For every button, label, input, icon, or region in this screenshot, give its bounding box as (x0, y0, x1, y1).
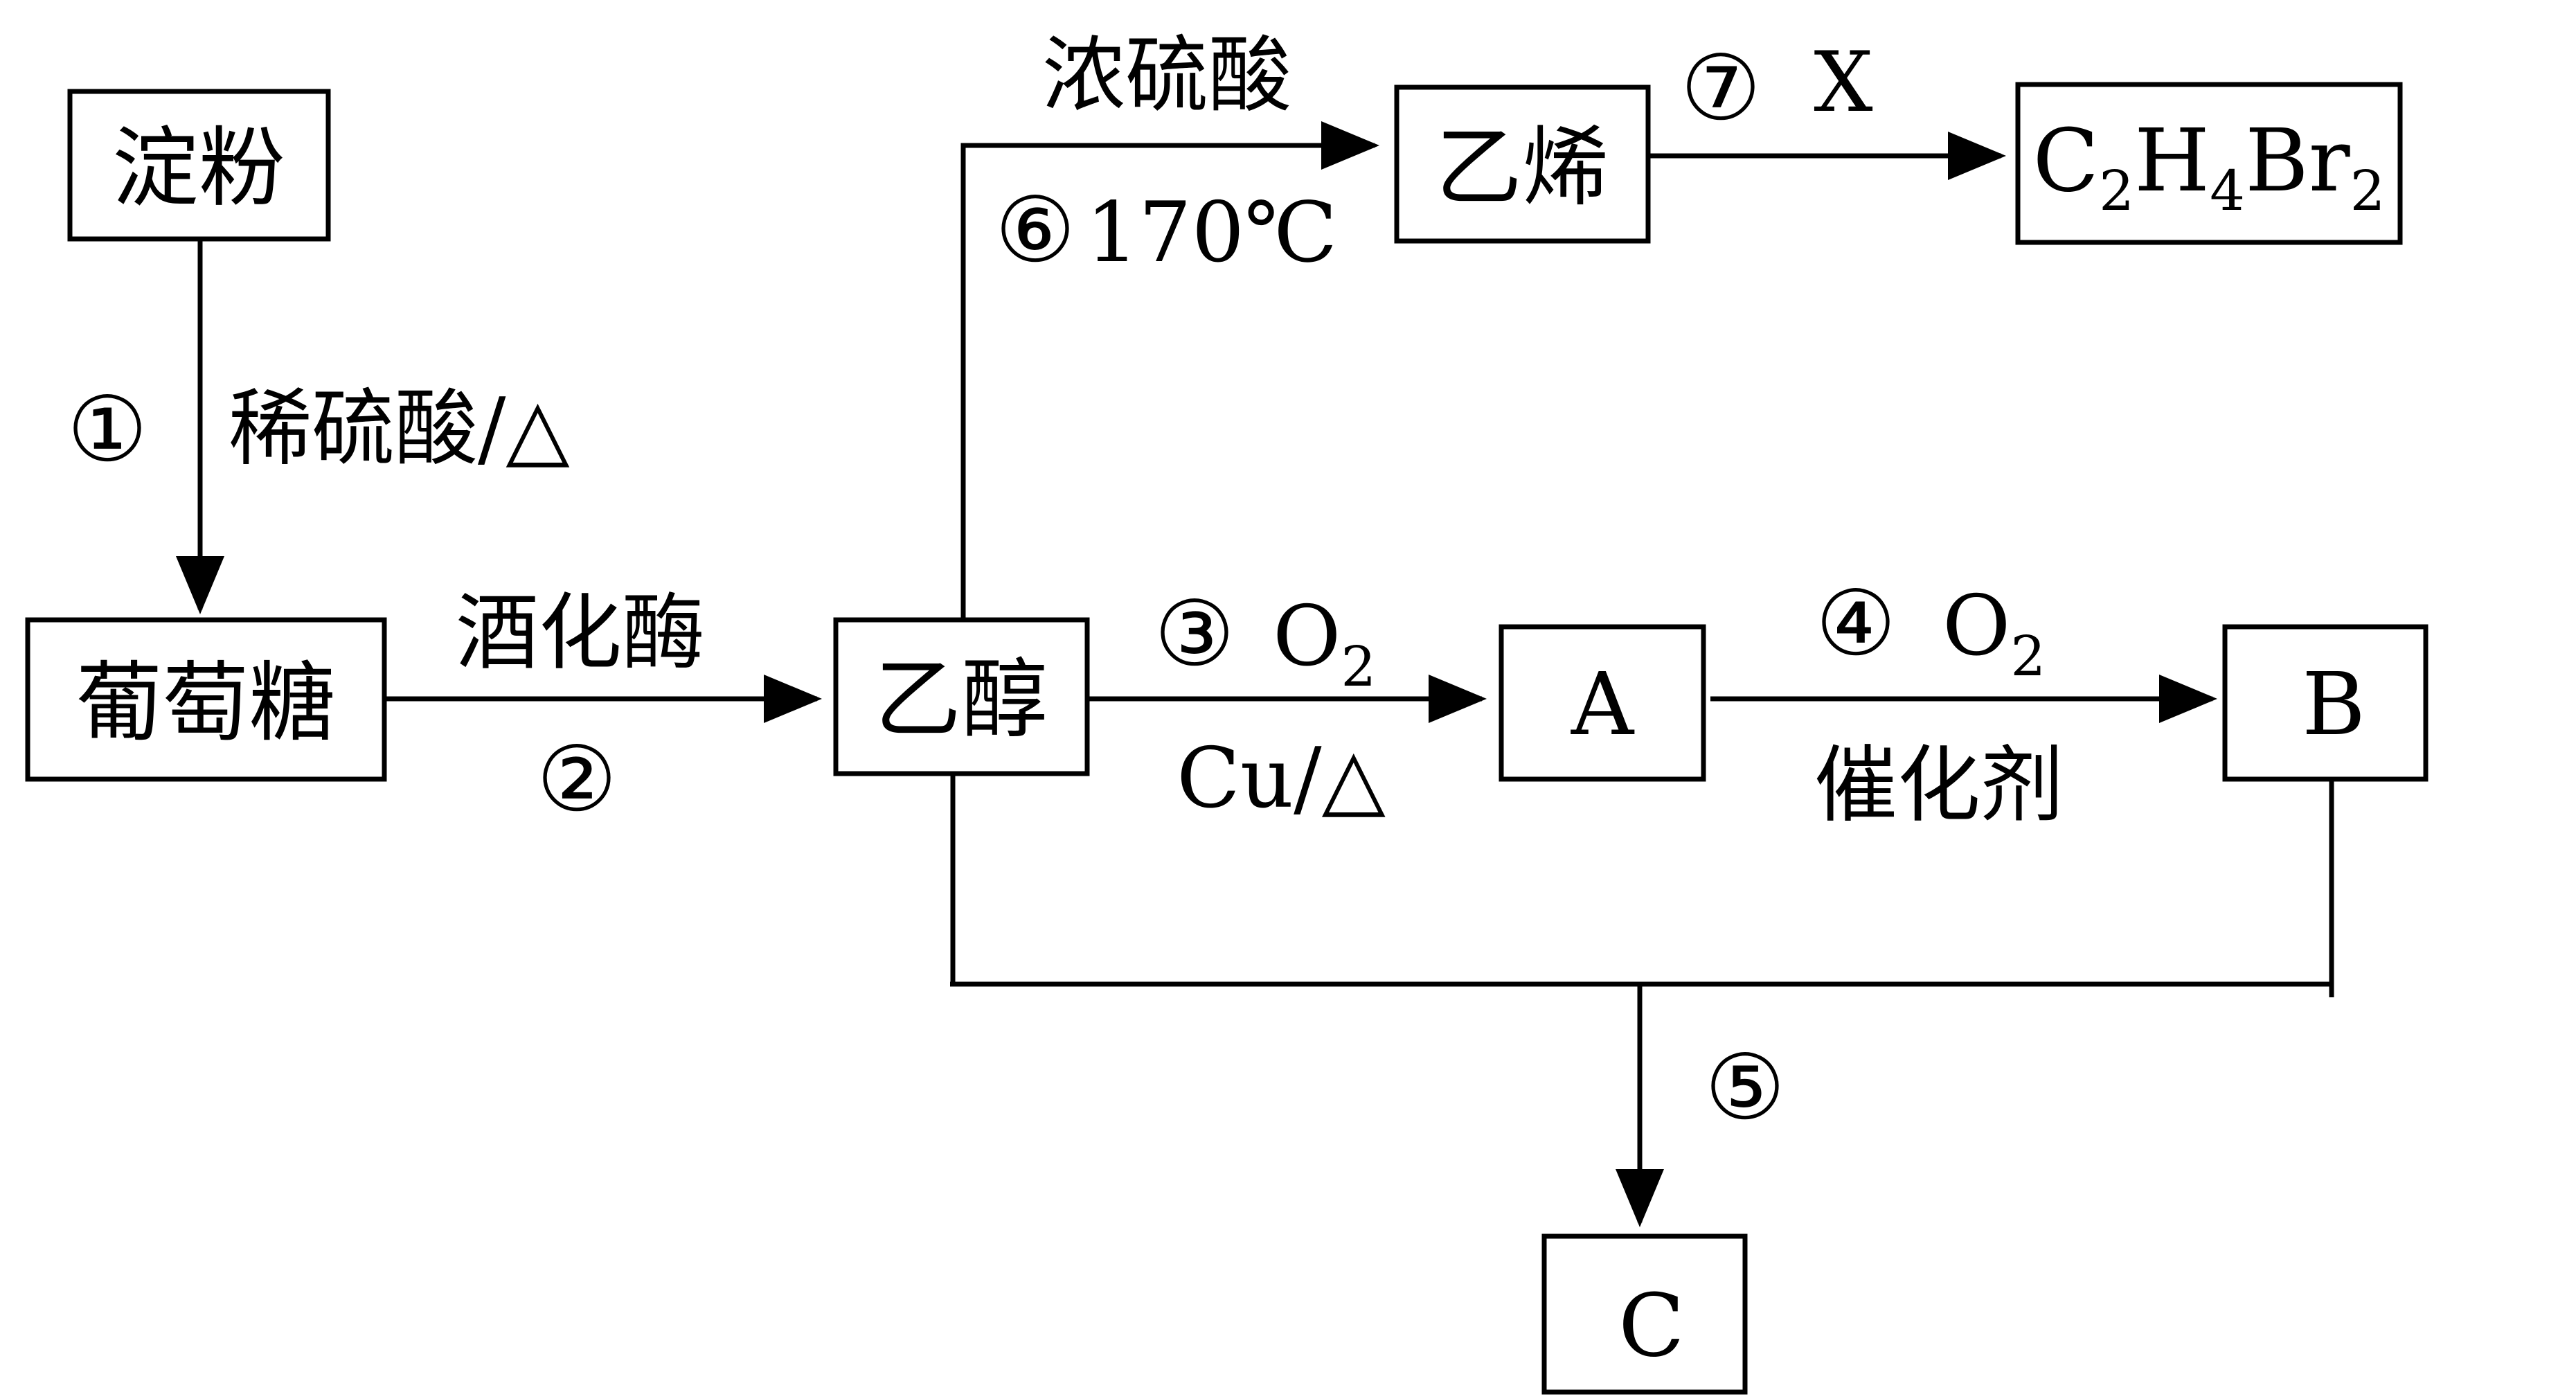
a-label: A (1571, 654, 1635, 755)
step-2-catalyst: 酒化酶 (456, 585, 705, 681)
step-6-condition-bottom: 170℃ (1086, 185, 1337, 281)
step-3-condition: Cu/△ (1177, 731, 1386, 827)
step-7-reagent: X (1814, 35, 1872, 131)
step-4-reagent: O2 (1942, 578, 2046, 688)
step-3-reagent: O2 (1273, 589, 1376, 699)
step-4-number: ④ (1816, 571, 1897, 676)
c-label: C (1618, 1276, 1685, 1376)
ethylene-label: 乙烯 (1435, 118, 1609, 218)
step-6-condition-top: 浓硫酸 (1042, 28, 1291, 124)
starch-label: 淀粉 (112, 118, 285, 219)
step-7-number: ⑦ (1681, 35, 1762, 141)
a-box: A (1499, 624, 1706, 782)
step-1-number: ① (67, 377, 148, 482)
ethylene-box: 乙烯 (1394, 84, 1651, 244)
ethanol-box: 乙醇 (833, 617, 1090, 776)
dibromoethane-formula: C2H4Br2 (2032, 111, 2385, 223)
ethanol-label: 乙醇 (875, 650, 1048, 750)
dibromoethane-box: C2H4Br2 (2015, 82, 2403, 245)
step-3-number: ③ (1154, 581, 1235, 686)
step-5-number: ⑤ (1705, 1035, 1786, 1140)
step-4-catalyst: 催化剂 (1814, 738, 2064, 834)
step-6-number: ⑥ (995, 177, 1076, 283)
starch-box: 淀粉 (67, 89, 331, 242)
b-box: B (2222, 624, 2429, 782)
b-label: B (2302, 654, 2365, 755)
step-2-number: ② (537, 727, 618, 832)
c-box: C (1541, 1233, 1748, 1395)
glucose-box: 葡萄糖 (25, 617, 387, 782)
glucose-label: 葡萄糖 (76, 653, 336, 754)
step-1-condition: 稀硫酸/△ (229, 381, 570, 477)
arrow-ethanol-to-ethylene (960, 121, 1379, 620)
